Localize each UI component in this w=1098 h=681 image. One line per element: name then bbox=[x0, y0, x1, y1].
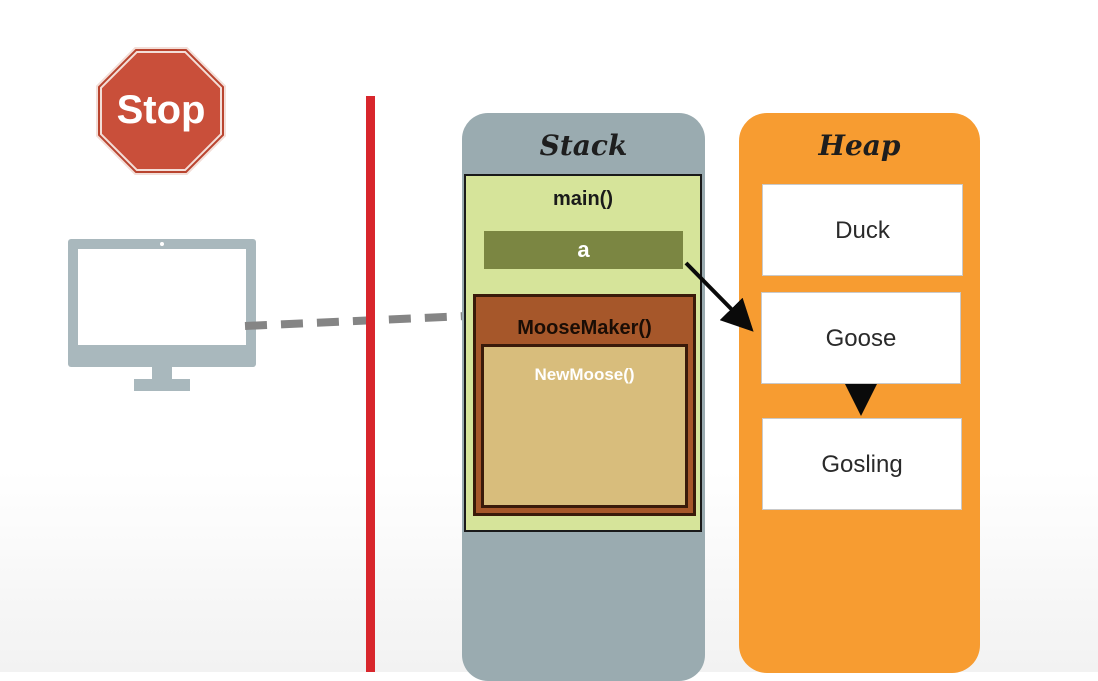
heap-title: Heap bbox=[818, 129, 901, 162]
stop-sign-label: Stop bbox=[117, 88, 206, 132]
new-moose-frame: NewMoose() bbox=[481, 344, 688, 508]
moose-maker-label: MooseMaker() bbox=[517, 317, 652, 339]
variable-a-box: a bbox=[484, 231, 683, 269]
heap-object-duck: Duck bbox=[762, 184, 963, 276]
boundary-divider bbox=[366, 96, 375, 672]
network-dashed-line bbox=[244, 312, 466, 330]
stack-title: Stack bbox=[539, 129, 628, 162]
monitor-icon bbox=[68, 239, 256, 391]
heap-object-goose: Goose bbox=[761, 292, 961, 384]
new-moose-label: NewMoose() bbox=[534, 365, 635, 384]
main-frame-label: main() bbox=[553, 188, 613, 210]
stop-sign-icon: Stop bbox=[96, 47, 226, 175]
heap-object-gosling: Gosling bbox=[762, 418, 962, 510]
